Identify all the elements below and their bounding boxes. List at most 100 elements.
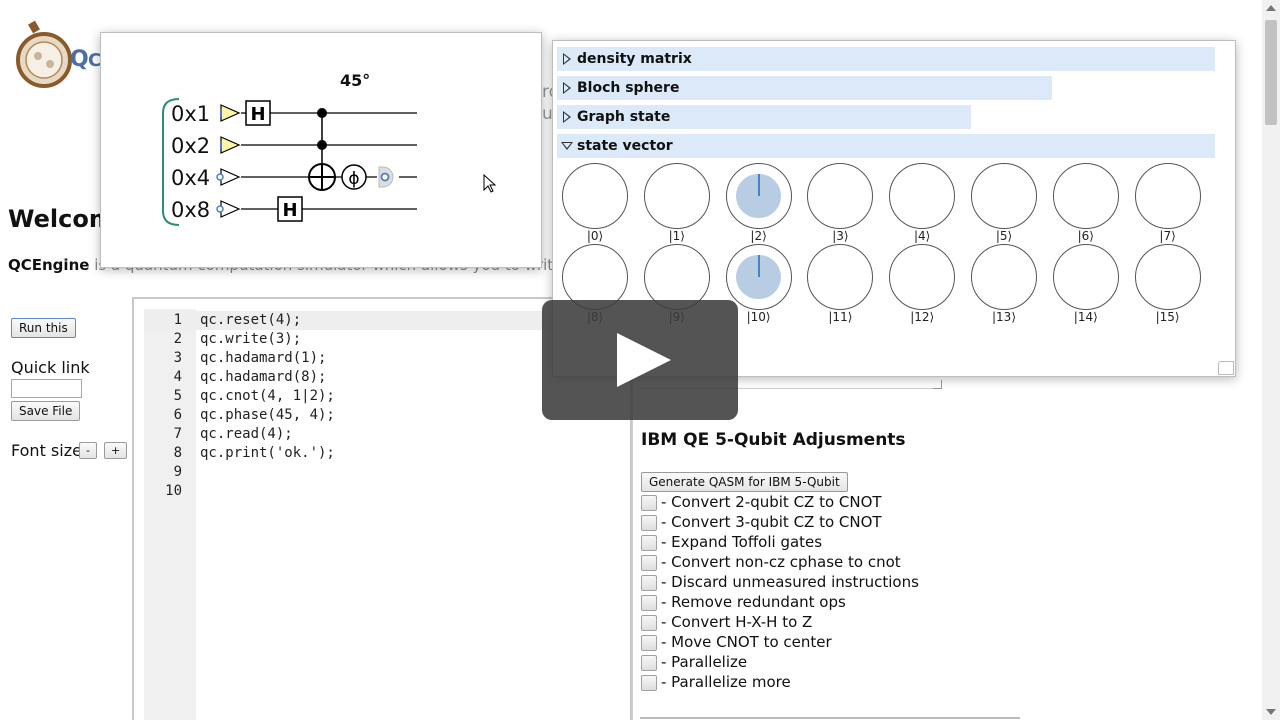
code-text[interactable]: qc.hadamard(1);: [200, 350, 327, 366]
scroll-thumb[interactable]: [1265, 20, 1277, 125]
code-line[interactable]: 2 qc.write(3);: [144, 330, 630, 349]
phase-gate-label: ϕ: [348, 169, 359, 189]
page-scrollbar[interactable]: [1262, 0, 1280, 720]
basis-state-label: |3⟩: [832, 229, 849, 243]
amplitude-circle: [1052, 163, 1119, 229]
qcengine-logo: Q C: [14, 14, 104, 94]
option-label: - Convert 3-qubit CZ to CNOT: [661, 513, 882, 531]
amplitude-circle: [889, 163, 956, 229]
scroll-down-arrow-icon[interactable]: [1266, 709, 1276, 715]
amplitude-circle: [807, 244, 874, 310]
code-line[interactable]: 4 qc.hadamard(8);: [144, 368, 630, 387]
font-increase-button[interactable]: +: [104, 442, 128, 459]
panel-resize-corner[interactable]: [1218, 361, 1234, 375]
phase-angle-label: 45°: [340, 71, 371, 90]
line-number-gutter: [144, 309, 196, 720]
section-label: state vector: [577, 138, 673, 154]
circuit-diagram-panel: H H ϕ 0x1 0x2 0x4 0x8 45°: [100, 32, 542, 268]
control-dot: [317, 140, 327, 150]
section-label: Graph state: [577, 109, 671, 125]
code-text[interactable]: qc.write(3);: [200, 331, 302, 347]
phase-gate: [341, 164, 367, 190]
hadamard-gate: [245, 100, 271, 126]
expand-arrow-icon: [563, 111, 571, 123]
option-checkbox[interactable]: [641, 635, 657, 651]
option-checkbox[interactable]: [641, 595, 657, 611]
expand-arrow-icon: [563, 82, 571, 94]
option-label: - Convert 2-qubit CZ to CNOT: [661, 493, 882, 511]
section-label: density matrix: [577, 51, 692, 67]
amplitude-circle: [1134, 163, 1201, 229]
amplitude-circle: [643, 163, 710, 229]
option-checkbox[interactable]: [641, 535, 657, 551]
amplitude-circle: [725, 163, 792, 229]
amplitude-circle: [1052, 244, 1119, 310]
code-text[interactable]: qc.print('ok.');: [200, 445, 335, 461]
quick-link-field[interactable]: [11, 379, 82, 398]
option-label: - Move CNOT to center: [661, 633, 832, 651]
basis-state-label: |13⟩: [992, 310, 1016, 324]
amplitude-circle: [807, 163, 874, 229]
font-size-label: Font size: [11, 441, 82, 460]
line-number: 6: [173, 407, 182, 423]
font-decrease-button[interactable]: -: [79, 442, 97, 459]
section-graph-state[interactable]: Graph state: [557, 105, 971, 129]
code-line[interactable]: 7 qc.read(4);: [144, 425, 630, 444]
code-text[interactable]: qc.cnot(4, 1|2);: [200, 388, 335, 404]
intro-product-name: QCEngine: [8, 256, 90, 274]
line-number: 10: [165, 483, 182, 499]
code-text[interactable]: qc.reset(4);: [200, 312, 302, 328]
svg-text:Q: Q: [70, 47, 89, 72]
generate-qasm-button[interactable]: Generate QASM for IBM 5-Qubit: [641, 472, 848, 492]
option-checkbox[interactable]: [641, 495, 657, 511]
save-file-button[interactable]: Save File: [11, 401, 81, 421]
code-line[interactable]: 3 qc.hadamard(1);: [144, 349, 630, 368]
qubit-label: 0x2: [171, 134, 211, 158]
resize-grip[interactable]: [933, 380, 942, 389]
option-checkbox[interactable]: [641, 615, 657, 631]
option-checkbox[interactable]: [641, 555, 657, 571]
line-number: 3: [173, 350, 182, 366]
code-text[interactable]: qc.read(4);: [200, 426, 293, 442]
line-number: 4: [173, 369, 182, 385]
option-label: - Convert H-X-H to Z: [661, 613, 813, 631]
option-checkbox[interactable]: [641, 515, 657, 531]
code-text[interactable]: qc.phase(45, 4);: [200, 407, 335, 423]
welcome-heading: Welcom: [8, 205, 114, 233]
amplitude-circle: [1134, 244, 1201, 310]
basis-state-label: |6⟩: [1077, 229, 1094, 243]
code-text[interactable]: qc.hadamard(8);: [200, 369, 327, 385]
phase-needle: [757, 254, 760, 277]
code-line[interactable]: 10: [144, 482, 630, 501]
line-number: 7: [173, 426, 182, 442]
scroll-up-arrow-icon[interactable]: [1266, 5, 1276, 11]
control-dot: [317, 108, 327, 118]
code-line[interactable]: 9: [144, 463, 630, 482]
section-divider: [640, 717, 1020, 719]
video-play-button[interactable]: [542, 300, 738, 420]
basis-state-label: |2⟩: [750, 229, 767, 243]
run-button[interactable]: Run this: [11, 318, 76, 338]
basis-state-label: |7⟩: [1159, 229, 1176, 243]
option-label: - Parallelize more: [661, 673, 791, 691]
column-divider: [632, 297, 633, 720]
output-textarea-edge: [640, 388, 942, 389]
amplitude-circle: [971, 244, 1037, 310]
option-checkbox[interactable]: [641, 575, 657, 591]
line-number: 9: [173, 464, 182, 480]
section-state-vector[interactable]: state vector: [557, 134, 1215, 158]
line-number: 2: [173, 331, 182, 347]
hadamard-gate: [277, 196, 303, 222]
qubit-label: 0x4: [171, 166, 211, 190]
section-density-matrix[interactable]: density matrix: [557, 47, 1215, 71]
option-label: - Parallelize: [661, 653, 748, 671]
option-checkbox[interactable]: [641, 675, 657, 691]
option-checkbox[interactable]: [641, 655, 657, 671]
amplitude-circle: [562, 163, 628, 229]
section-bloch-sphere[interactable]: Bloch sphere: [557, 76, 1052, 100]
code-line[interactable]: 6 qc.phase(45, 4);: [144, 406, 630, 425]
hadamard-gate-label: H: [250, 104, 265, 125]
